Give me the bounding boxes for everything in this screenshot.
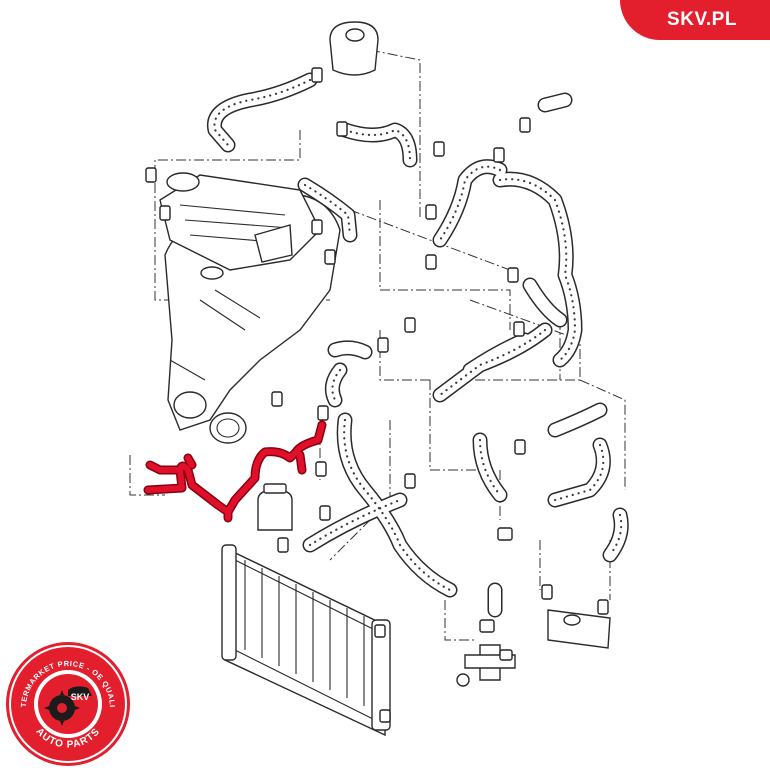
- hose-clamps: [145, 67, 609, 723]
- radiator: [221, 544, 391, 737]
- car-icon: [68, 686, 92, 696]
- brand-tab[interactable]: SKV.PL: [620, 0, 770, 40]
- gear-icon: [44, 690, 80, 726]
- coolant-hoses: [206, 72, 629, 618]
- expansion-tank: [329, 21, 379, 76]
- seal-center-text: SKV: [71, 692, 90, 702]
- highlighted-coolant-pipe: [143, 420, 327, 523]
- skv-seal-logo: SKV AFTERMARKET PRICE - OE QUALITY AUTO …: [4, 640, 130, 766]
- brand-site-label: SKV.PL: [667, 9, 737, 30]
- engine-block: [159, 172, 341, 444]
- oil-cooler: [547, 609, 611, 649]
- coolant-pump: [257, 483, 293, 531]
